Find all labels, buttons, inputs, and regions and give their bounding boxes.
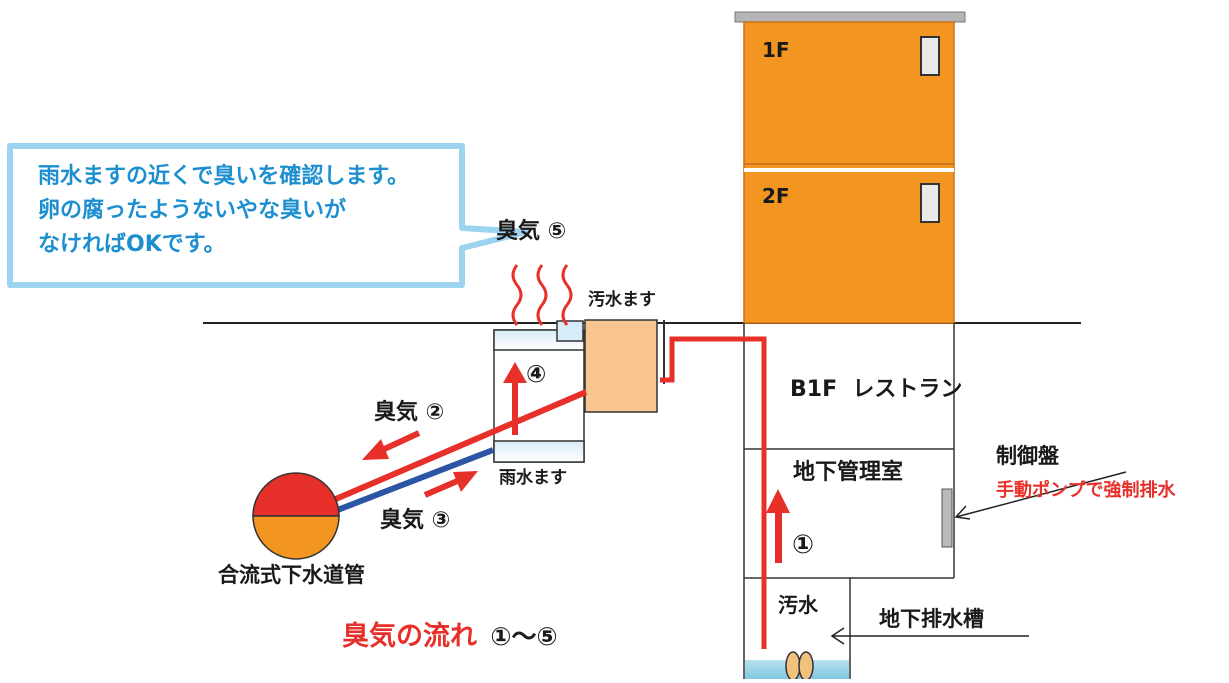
control-panel (941, 488, 953, 548)
sewage-basin-label: 汚水ます (588, 290, 656, 310)
odor-wave-icons (511, 264, 573, 326)
callout-bubble (7, 143, 529, 288)
callout-line-2: 卵の腐ったようないやな臭いが (38, 198, 347, 223)
callout-line-1: 雨水ますの近くで臭いを確認します。 (38, 164, 410, 189)
floor-2f-label: 2F (762, 184, 790, 208)
flow-title: 臭気の流れ ①〜⑤ (342, 623, 558, 650)
rain-basin (493, 329, 585, 463)
arrow-4-icon (503, 362, 527, 435)
window-1f (920, 36, 940, 76)
red-odor-pipe (660, 336, 767, 649)
manual-pump-label: 手動ポンプで強制排水 (996, 480, 1176, 501)
flow-title-text: 臭気の流れ (342, 621, 477, 652)
b1f-restaurant-label: B1F レストラン (790, 377, 963, 402)
blue-pipe (307, 447, 495, 524)
management-room-label: 地下管理室 (793, 460, 904, 485)
floor-2f-block (743, 163, 955, 324)
arrow-2-icon (362, 430, 421, 460)
callout-line-3: なければOKです。 (38, 232, 226, 257)
floor-1f-label: 1F (762, 38, 790, 62)
control-panel-pointer (955, 471, 1127, 518)
combined-sewer-label: 合流式下水道管 (218, 563, 365, 587)
control-panel-label: 制御盤 (996, 444, 1059, 468)
arrow-3-icon (423, 471, 478, 498)
underground-tank-label: 地下排水槽 (879, 607, 984, 631)
sewage-label: 汚水 (778, 593, 818, 617)
sewage-basin (556, 319, 665, 413)
combined-sewer-pipe (252, 472, 340, 560)
flow-range-text: ①〜⑤ (490, 622, 558, 651)
odor-2-label: 臭気 ② (374, 400, 445, 425)
odor-5-label: 臭気 ⑤ (496, 219, 567, 244)
rain-basin-label: 雨水ます (499, 468, 567, 488)
arrow-1-icon (766, 489, 790, 563)
odor-3-label: 臭気 ③ (380, 508, 451, 533)
window-2f (920, 183, 940, 223)
red-pipe-main (308, 389, 588, 513)
floor-1f-block (743, 21, 955, 165)
callout-text: 雨水ますの近くで臭いを確認します。 卵の腐ったようないやな臭いが なければOKで… (38, 160, 409, 262)
odor-1-label: ① (792, 530, 815, 560)
odor-4-label: ④ (526, 360, 547, 388)
roof-cap (734, 11, 966, 23)
